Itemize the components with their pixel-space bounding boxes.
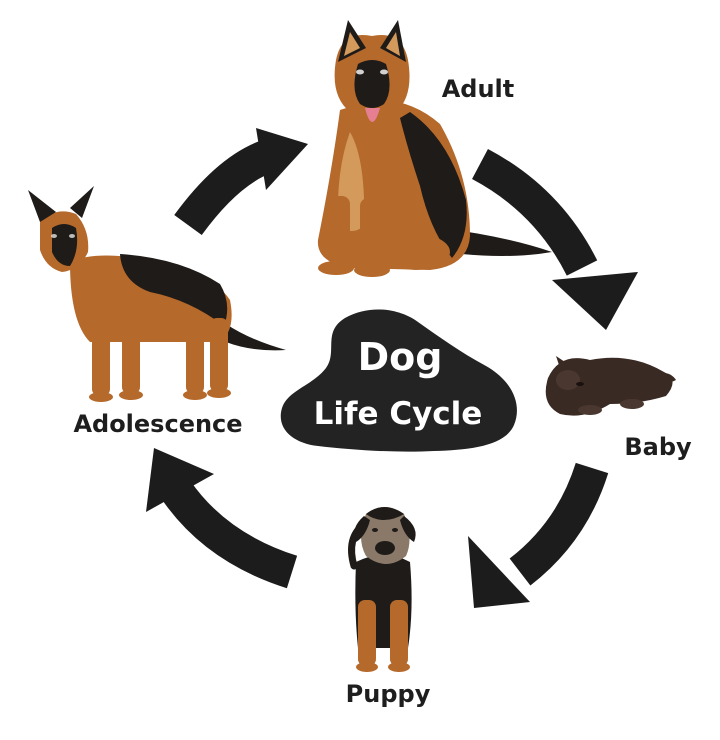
baby-dog-illustration [545,356,676,416]
adult-dog-illustration [317,20,552,277]
stage-label-baby: Baby [624,433,692,461]
title-blob-shape [280,309,517,452]
arrow-baby-to-puppy [468,462,609,608]
title-line-1: Dog [358,335,443,379]
arrow-adolescence-to-adult [174,128,308,236]
title-line-2: Life Cycle [314,396,483,432]
arrow-adult-to-baby [471,148,638,330]
stage-label-adult: Adult [442,75,515,103]
stage-label-puppy: Puppy [346,680,431,708]
adolescence-dog-illustration [28,186,286,402]
stage-label-adolescence: Adolescence [73,410,242,438]
puppy-dog-illustration [348,507,416,672]
title-blob: Dog Life Cycle [280,309,517,452]
arrow-puppy-to-adolescence [146,448,298,589]
